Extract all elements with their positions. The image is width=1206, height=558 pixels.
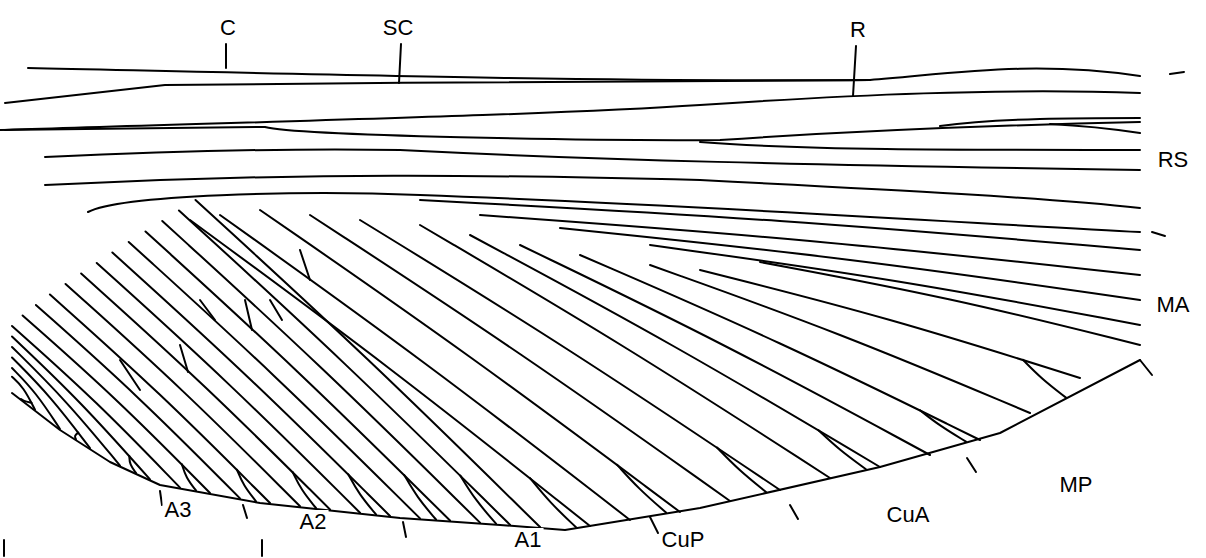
subcosta-vein [5, 80, 870, 103]
boundary-tick [243, 505, 247, 518]
oblique-vein [190, 220, 590, 526]
oblique-vein [179, 211, 510, 525]
radius-vein [5, 91, 1140, 130]
cross-vein [180, 345, 188, 372]
oblique-vein [520, 245, 930, 455]
vein-fork [404, 475, 436, 519]
oblique-vein [12, 347, 120, 466]
oblique-vein [12, 326, 180, 488]
boundary-tick [650, 517, 658, 533]
oblique-vein [560, 228, 1140, 300]
cross-vein [300, 250, 310, 280]
vein [45, 149, 1140, 170]
scale-bar-end [3, 540, 5, 556]
oblique-vein [12, 368, 60, 429]
vein-fork [819, 430, 867, 469]
vein-fork [21, 399, 32, 403]
costa-vein [28, 68, 1140, 80]
oblique-vein [220, 215, 630, 520]
vein [0, 122, 1140, 140]
boundary-tick [790, 505, 798, 519]
vein-fork [530, 478, 576, 527]
vein-label: MA [1155, 293, 1192, 317]
oblique-vein [480, 215, 1140, 275]
vein-group [0, 68, 1152, 530]
vein [88, 193, 1140, 232]
oblique-vein [162, 221, 480, 523]
vein-label: SC [381, 16, 416, 40]
vein-fork [182, 464, 196, 490]
boundary-tick [1152, 232, 1165, 236]
vein-label: CuA [885, 503, 932, 527]
cross-vein [245, 300, 252, 330]
boundary-tick [1170, 72, 1184, 74]
vein-fork [460, 476, 496, 524]
vein-fork [75, 433, 78, 440]
vein-fork [717, 448, 766, 492]
cross-vein [200, 300, 215, 320]
vein-fork [348, 474, 376, 514]
tick [1140, 360, 1152, 375]
vein-fork [129, 456, 136, 473]
leader-line [399, 44, 401, 83]
vein-label: C [218, 16, 238, 40]
vein-label: CuP [660, 528, 707, 552]
leader-line [225, 44, 227, 68]
vein-fork [237, 470, 256, 501]
vein-label: MP [1058, 473, 1095, 497]
oblique-vein [81, 274, 330, 510]
oblique-vein [12, 377, 35, 410]
vein-fork [617, 465, 666, 513]
boundary-tick [403, 522, 406, 537]
oblique-vein [12, 358, 90, 449]
leader-line [853, 46, 856, 96]
oblique-vein [760, 262, 1140, 345]
scale-bar-end [261, 540, 263, 556]
vein-label: A2 [298, 510, 329, 534]
vein [1050, 124, 1140, 133]
oblique-vein [650, 265, 1030, 413]
vein-label: A1 [513, 528, 544, 552]
vein-label: R [848, 18, 868, 42]
vein [700, 142, 1140, 150]
oblique-vein [66, 284, 300, 506]
vein-fork [1023, 360, 1066, 398]
oblique-vein [12, 337, 150, 480]
oblique-vein [112, 253, 390, 516]
oblique-vein [420, 200, 1140, 250]
oblique-vein [470, 235, 880, 467]
oblique-vein [580, 255, 980, 440]
oblique-vein [196, 200, 540, 527]
boundary-tick [967, 458, 976, 472]
vein [940, 118, 1140, 126]
leader-lines [4, 44, 1184, 556]
oblique-vein [23, 316, 210, 494]
oblique-vein [360, 220, 780, 490]
oblique-vein [650, 245, 1140, 325]
wing-margin [12, 360, 1140, 530]
vein-label: A3 [163, 498, 194, 522]
oblique-vein [260, 210, 680, 512]
vein-fork [920, 410, 966, 441]
oblique-vein [310, 215, 730, 501]
vein-label: RS [1156, 148, 1191, 172]
cross-vein [120, 360, 140, 390]
oblique-vein [50, 295, 270, 504]
oblique-vein [97, 263, 360, 513]
cross-vein [270, 300, 282, 320]
